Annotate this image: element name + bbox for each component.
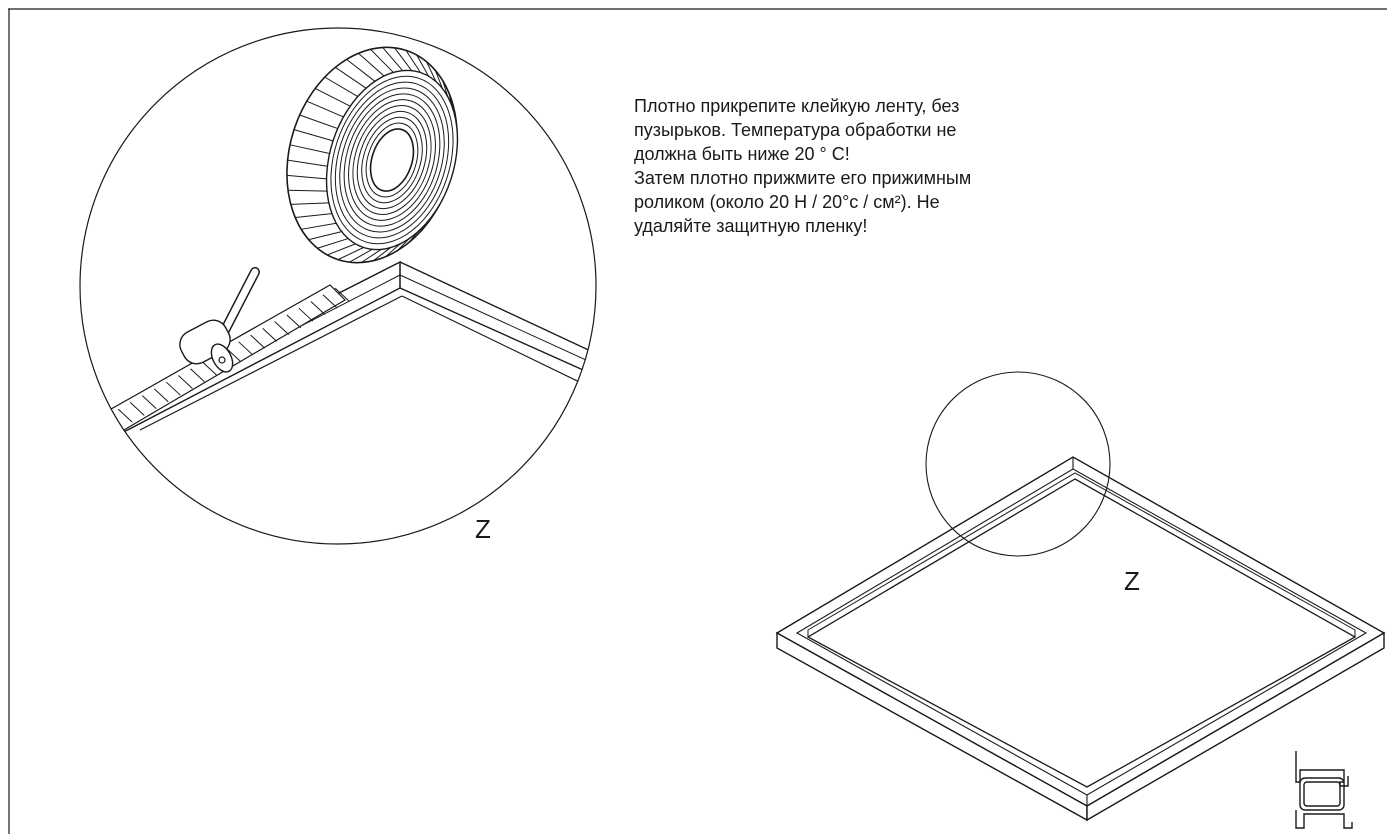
hatch-line xyxy=(416,54,429,77)
instruction-line: пузырьков. Температура обработки не xyxy=(634,120,957,140)
zoom-content xyxy=(80,46,596,462)
hatch-line xyxy=(385,243,401,258)
hatch-line xyxy=(166,381,181,396)
zoom-marker-circle xyxy=(925,371,1111,557)
hatch-line xyxy=(394,47,413,71)
hatch-line xyxy=(178,375,193,389)
zoom-circle-outline xyxy=(79,27,597,545)
hatch-line xyxy=(190,368,205,383)
hatch-line xyxy=(358,52,385,77)
tape-ring xyxy=(330,75,454,245)
hatch-line xyxy=(361,248,382,263)
hatch-line xyxy=(80,435,85,450)
instruction-line: Плотно прикрепите клейкую ленту, без xyxy=(634,96,960,116)
hatch-line xyxy=(310,301,326,315)
hatch-line xyxy=(299,114,338,130)
frame-profile-section-icon xyxy=(1295,751,1353,829)
hatch-line xyxy=(334,287,350,302)
tape-ring xyxy=(339,87,445,233)
hatch-line xyxy=(81,428,97,443)
instruction-line: роликом (около 20 Н / 20°с / см²). Не xyxy=(634,192,940,212)
hatch-line xyxy=(288,189,328,192)
tape-ring xyxy=(356,110,428,210)
frame-overview xyxy=(775,371,1386,822)
hatch-line xyxy=(274,321,290,336)
instruction-line: Затем плотно прижмите его прижимным xyxy=(634,168,972,188)
hatch-line xyxy=(250,334,266,349)
hatch-line xyxy=(298,307,314,322)
hatch-line xyxy=(301,222,337,230)
hatch-line xyxy=(202,361,217,376)
hatch-line xyxy=(370,48,394,73)
hatch-line xyxy=(324,76,359,98)
frame-bar-edge xyxy=(795,468,1368,796)
frame-inner-lip xyxy=(807,472,1356,637)
applied-tape-strip xyxy=(80,284,346,451)
tape-ring xyxy=(352,105,432,215)
hatch-line xyxy=(335,66,367,89)
hatch-line xyxy=(306,100,344,118)
hatch-line xyxy=(238,341,253,356)
hatch-line xyxy=(373,247,391,262)
tape-ring xyxy=(343,93,441,227)
hatch-line xyxy=(262,327,278,342)
frame-right-edge xyxy=(399,274,596,372)
hatch-line xyxy=(322,294,338,309)
hatch-line xyxy=(327,243,356,256)
hatch-line xyxy=(382,47,404,71)
hatch-line xyxy=(405,50,421,73)
hatch-line xyxy=(349,248,373,263)
tape-ring xyxy=(365,122,419,198)
instruction-line: удаляйте защитную пленку! xyxy=(634,216,868,236)
tape-ring xyxy=(334,81,450,239)
hatch-line xyxy=(286,174,327,180)
hatch-line xyxy=(117,408,133,423)
zoom-detail xyxy=(79,27,597,545)
hatch-line xyxy=(153,388,169,403)
frame-right-inner xyxy=(399,287,596,383)
hatch-line xyxy=(337,247,364,261)
frame-right-outer xyxy=(399,261,596,361)
adhesive-tape-roll-icon xyxy=(286,46,459,264)
hatch-line xyxy=(93,422,109,436)
tape-ring xyxy=(348,99,436,221)
hatch-line xyxy=(308,231,342,241)
hatch-line xyxy=(289,144,330,154)
detail-zoom-label: Z xyxy=(475,514,491,544)
hatch-line xyxy=(141,395,157,410)
hatch-line xyxy=(290,202,329,205)
hatch-line xyxy=(434,70,443,89)
frame-inner-left xyxy=(139,295,403,431)
hatch-line xyxy=(226,348,241,362)
frame-outer-front-right xyxy=(1086,631,1385,822)
hatch-line xyxy=(295,213,332,218)
hatch-line xyxy=(293,129,334,142)
hatch-line xyxy=(317,238,349,249)
hatch-line xyxy=(286,314,302,329)
frame-detail-label: Z xyxy=(1124,566,1140,596)
frame-inner-opening xyxy=(806,478,1357,788)
instruction-line: должна быть ниже 20 ° C! xyxy=(634,144,850,164)
hatch-line xyxy=(426,61,437,82)
frame-inner-right xyxy=(401,295,596,393)
tape-ring xyxy=(361,116,423,204)
pressure-roller-icon xyxy=(179,267,260,373)
hatch-line xyxy=(287,159,328,167)
hatch-line xyxy=(129,401,145,416)
hatch-line xyxy=(346,58,376,82)
hatch-line xyxy=(314,88,351,107)
instruction-text: Плотно прикрепите клейкую ленту, без пуз… xyxy=(634,94,1104,238)
